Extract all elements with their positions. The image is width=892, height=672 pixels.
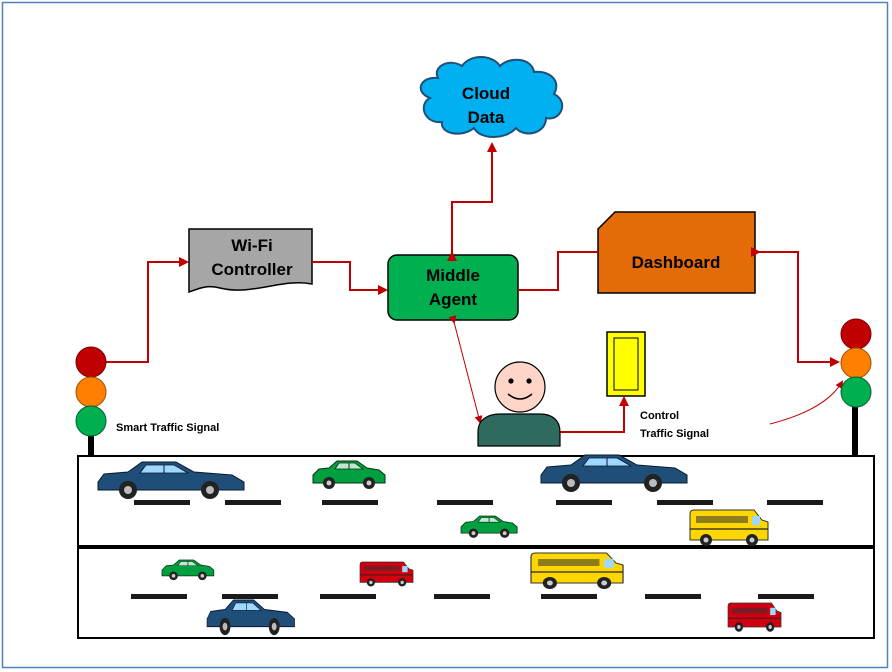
wifi-label-line2: Controller <box>211 260 293 279</box>
road-divider <box>78 545 874 549</box>
smart-traffic-signal-left <box>75 346 107 456</box>
lane-markings-upper <box>134 500 823 505</box>
signal-green-light <box>840 376 872 408</box>
signal-pole <box>88 436 94 456</box>
control-panel-device <box>606 331 646 397</box>
lane-markings-lower <box>131 594 814 599</box>
signal-red-light <box>840 318 872 350</box>
signal-amber-light <box>840 347 872 379</box>
middle-agent-label-line2: Agent <box>429 290 478 309</box>
dashboard-label: Dashboard <box>632 253 721 272</box>
arrow-agent-to-cloud <box>447 142 497 261</box>
control-traffic-signal-label-line2: Traffic Signal <box>640 428 709 440</box>
arrow-agent-to-dashboard <box>518 251 598 291</box>
cloud-label-line1: Cloud <box>462 84 510 103</box>
arrow-curve-to-right-signal <box>769 380 844 425</box>
control-traffic-signal-label-line1: Control <box>640 410 679 422</box>
smart-traffic-signal-label: Smart Traffic Signal <box>116 422 219 434</box>
cloud-data-node: Cloud Data <box>419 56 564 138</box>
arrow-dashboard-to-signal <box>751 247 840 367</box>
person-face <box>494 361 546 413</box>
arrow-wifi-to-agent <box>312 261 388 295</box>
arrow-person-to-control-panel <box>560 396 629 433</box>
wifi-label-line1: Wi-Fi <box>231 236 272 255</box>
dashboard-node: Dashboard <box>597 211 756 294</box>
signal-pole <box>852 404 858 456</box>
cloud-label-line2: Data <box>468 108 505 127</box>
arrow-signal-to-wifi <box>106 257 189 363</box>
middle-agent-label-line1: Middle <box>426 266 480 285</box>
signal-green-light <box>75 405 107 437</box>
traffic-signal-right <box>840 318 872 456</box>
wifi-controller-node: Wi-Fi Controller <box>188 228 313 293</box>
person-operator <box>477 361 561 447</box>
arrow-agent-to-person <box>448 315 483 424</box>
person-body <box>477 413 561 447</box>
middle-agent-node: Middle Agent <box>387 254 519 321</box>
signal-amber-light <box>75 376 107 408</box>
signal-red-light <box>75 346 107 378</box>
